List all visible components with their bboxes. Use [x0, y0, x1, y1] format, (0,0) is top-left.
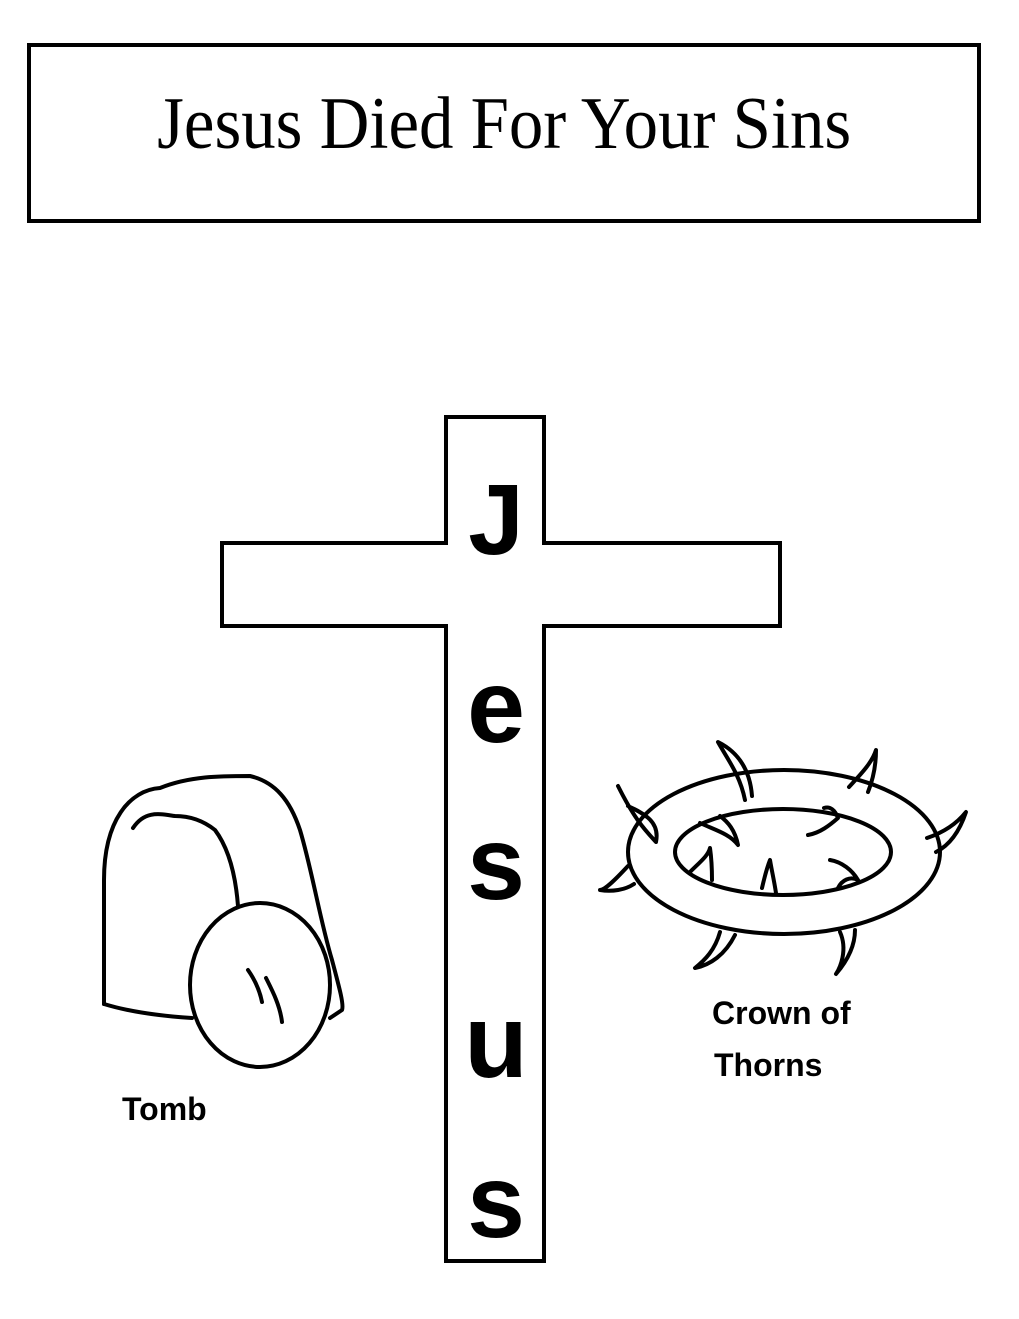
- cross-letter-s2: s: [467, 1144, 525, 1260]
- crown-label-line2: Thorns: [714, 1047, 823, 1083]
- cross-letter-u: u: [464, 984, 528, 1100]
- crown-label-line1: Crown of: [712, 995, 851, 1031]
- cross-outline: [220, 415, 782, 1263]
- tomb-icon: [102, 774, 345, 1069]
- title-box: Jesus Died For Your Sins: [27, 43, 981, 223]
- page-title: Jesus Died For Your Sins: [156, 82, 852, 165]
- tomb-stone-icon: [188, 901, 332, 1069]
- cross-letter-s1: s: [467, 806, 525, 922]
- crown-of-thorns-icon: [598, 740, 968, 976]
- tomb-label: Tomb: [122, 1091, 207, 1127]
- cross-letter-j: J: [468, 464, 524, 576]
- cross-letter-e: e: [467, 649, 525, 765]
